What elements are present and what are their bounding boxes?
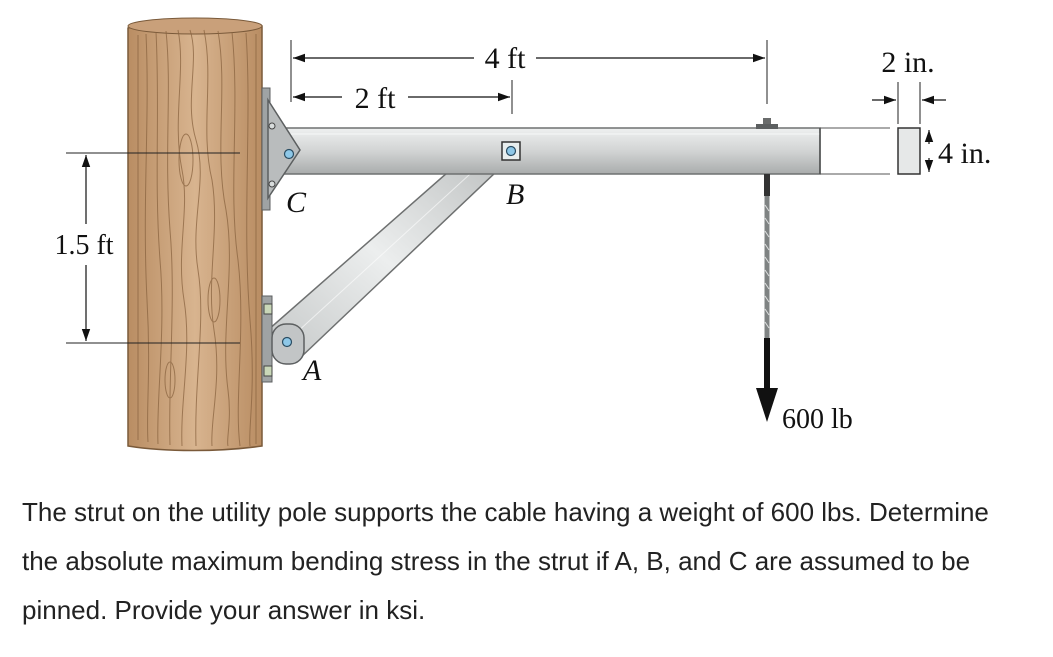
bracket-a: A: [261, 295, 322, 387]
point-label-b: B: [506, 178, 524, 211]
joint-b: B: [501, 141, 524, 211]
dimension-1-5ft: 1.5 ft: [54, 152, 240, 344]
load-arrow-icon: [756, 388, 778, 422]
point-label-a: A: [301, 354, 322, 387]
pin-b-icon: [505, 145, 517, 157]
dim-label-section-height: 4 in.: [938, 137, 991, 170]
point-label-c: C: [286, 186, 307, 219]
dim-label-1-5ft: 1.5 ft: [54, 230, 113, 261]
dim-label-section-width: 2 in.: [881, 46, 934, 79]
horizontal-beam: [279, 127, 821, 175]
wood-grain: [137, 29, 257, 447]
dimension-2ft: 2 ft: [293, 80, 513, 115]
strut-diagram: 1.5 ft 2 in. 4 in. C: [54, 17, 991, 452]
dim-label-4ft: 4 ft: [485, 42, 526, 75]
load-label: 600 lb: [782, 404, 853, 435]
pin-a-icon: [281, 336, 293, 348]
bracket-c: C: [261, 87, 307, 219]
bolt-icon: [263, 303, 273, 315]
pin-c-icon: [283, 148, 295, 160]
bolt-icon: [263, 365, 273, 377]
problem-statement: The strut on the utility pole supports t…: [22, 497, 989, 625]
beam-cross-section: 2 in. 4 in.: [820, 46, 991, 175]
utility-pole: [127, 17, 263, 452]
dimension-4ft: 4 ft: [290, 40, 768, 104]
dim-label-2ft: 2 ft: [355, 82, 396, 115]
cable: 600 lb: [756, 118, 853, 435]
